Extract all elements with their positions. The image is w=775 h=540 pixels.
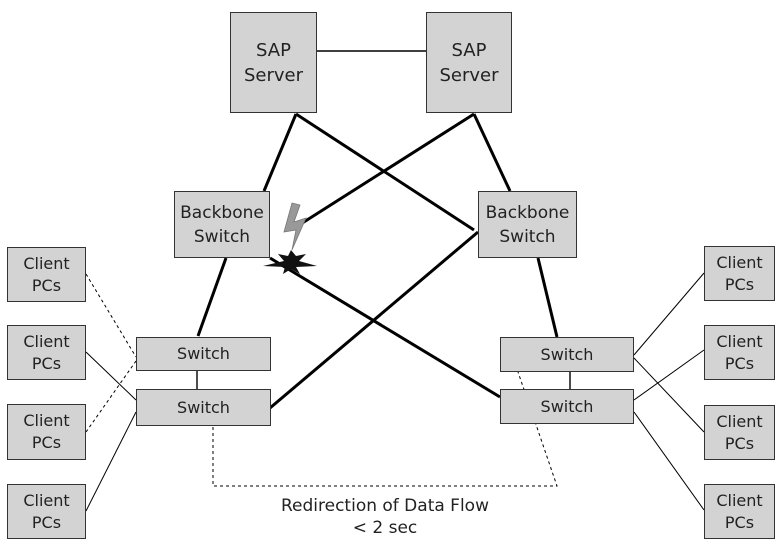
right-client-4-line — [633, 411, 705, 511]
client-pcs-left-2: Client PCs — [7, 325, 86, 380]
left-client-1-dashed-line — [85, 273, 137, 358]
server-right-to-backbone-right-line — [472, 113, 512, 192]
break-burst-icon — [263, 250, 317, 274]
right-client-2-line — [633, 357, 705, 433]
left-client-3-dashed-line — [85, 360, 137, 433]
lightning-bolt-icon — [283, 202, 307, 251]
client-pcs-right-3: Client PCs — [704, 405, 775, 460]
client-pcs-left-4: Client PCs — [7, 484, 86, 539]
redirection-caption-line-2: < 2 sec — [352, 518, 418, 538]
redirection-path-dashed-line — [212, 371, 558, 487]
sap-server-right: SAP Server — [426, 12, 512, 113]
server-right-to-backbone-left-line — [295, 112, 475, 229]
right-client-1-line — [633, 272, 705, 356]
backbone-switch-left: Backbone Switch — [174, 191, 270, 258]
sap-server-left: SAP Server — [230, 12, 317, 113]
client-pcs-right-1: Client PCs — [704, 246, 775, 301]
left-client-4-line — [85, 411, 137, 512]
backbone-left-to-switch-right-bottom-line — [269, 256, 501, 399]
backbone-right-to-switch-right-top-line — [536, 257, 559, 338]
left-client-2-line — [85, 351, 137, 401]
switch-right-top: Switch — [500, 337, 634, 372]
redirection-caption-line-1: Redirection of Data Flow — [280, 496, 489, 516]
switch-right-bottom: Switch — [500, 389, 634, 424]
switch-left-bottom: Switch — [136, 389, 271, 426]
client-pcs-left-1: Client PCs — [7, 247, 86, 302]
server-left-to-backbone-left-line — [262, 113, 298, 192]
backbone-left-to-switch-left-top-line — [196, 257, 228, 337]
right-client-3-line — [633, 349, 705, 401]
switch-left-top: Switch — [136, 337, 271, 371]
client-pcs-right-2: Client PCs — [704, 325, 775, 380]
client-pcs-left-3: Client PCs — [7, 404, 86, 460]
backbone-switch-right: Backbone Switch — [478, 191, 577, 258]
backbone-right-to-switch-left-bottom-line — [269, 230, 479, 410]
client-pcs-right-4: Client PCs — [704, 484, 775, 539]
